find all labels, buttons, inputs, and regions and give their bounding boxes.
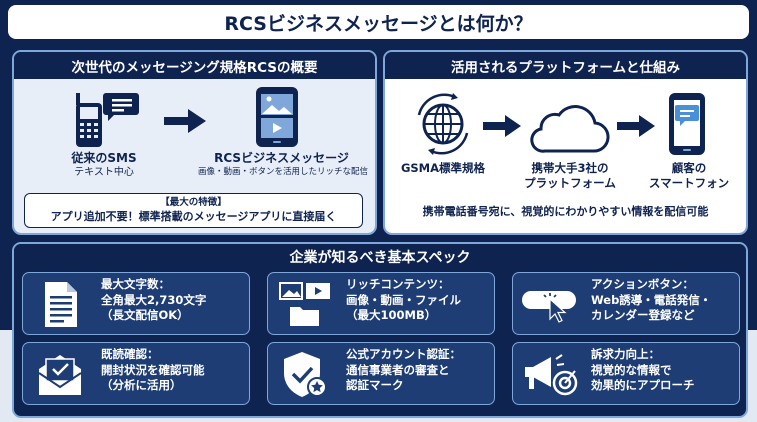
spec-title: 公式アカウント認証： xyxy=(346,347,461,361)
spec-card-official-account: 公式アカウント認証： 通信事業者の審査と 認証マーク xyxy=(267,342,495,405)
arrow-right-icon xyxy=(617,115,655,137)
smartphone-message-icon xyxy=(669,93,705,155)
spec-card-read-receipt: 既読確認： 開封状況を確認可能 （分析に活用） xyxy=(22,342,250,405)
spec-text: 最大文字数： 全角最大2,730文字 （長文配信OK） xyxy=(101,277,245,324)
shield-check-icon xyxy=(284,352,327,397)
spec-title: リッチコンテンツ： xyxy=(346,277,450,291)
platform-panel: 活用されるプラットフォームと仕組み GSMA標準規格 携帯大手3社の プラットフ… xyxy=(383,50,748,235)
spec-line: 効果的にアプローチ xyxy=(591,378,695,392)
sms-label: 従来のSMS xyxy=(71,151,137,165)
overview-heading: 次世代のメッセージング規格RCSの概要 xyxy=(14,52,375,79)
carrier-line1: 携帯大手3社の xyxy=(531,161,609,175)
overview-body: 従来のSMS テキスト中心 RCSビジネスメッセージ 画像・動画・ボタンを活用し… xyxy=(14,79,375,233)
spec-title: アクションボタン： xyxy=(591,277,694,291)
spec-text: リッチコンテンツ： 画像・動画・ファイル （最大100MB） xyxy=(346,277,490,324)
spec-line: 全角最大2,730文字 xyxy=(101,292,207,307)
spec-text: 公式アカウント認証： 通信事業者の審査と 認証マーク xyxy=(346,347,490,394)
spec-line: カレンダー登録など xyxy=(591,308,695,322)
spec-line: （最大100MB） xyxy=(346,308,437,322)
document-icon xyxy=(45,282,77,327)
globe-icon xyxy=(417,93,469,155)
spec-card-action-buttons: アクションボタン： Web誘導・電話発信・ カレンダー登録など xyxy=(512,272,740,335)
sms-sub: テキスト中心 xyxy=(74,167,134,178)
feature-phone-icon xyxy=(76,93,139,147)
spec-text: 既読確認： 開封状況を確認可能 （分析に活用） xyxy=(101,347,245,394)
spec-title: 既読確認： xyxy=(101,347,159,361)
spec-line: 通信事業者の審査と xyxy=(346,362,450,377)
media-icon xyxy=(279,282,330,326)
feature-box: 【最大の特徴】 アプリ追加不要！標準搭載のメッセージアプリに直接届く xyxy=(24,193,363,228)
spec-line: （分析に活用） xyxy=(101,378,182,392)
spec-card-rich-content: リッチコンテンツ： 画像・動画・ファイル （最大100MB） xyxy=(267,272,495,335)
spec-title: 最大文字数： xyxy=(101,277,170,291)
megaphone-target-icon xyxy=(525,354,578,396)
arrow-right-icon xyxy=(483,115,521,137)
spec-line: 認証マーク xyxy=(346,378,404,392)
spec-line: 画像・動画・ファイル xyxy=(346,292,461,307)
spec-line: （長文配信OK） xyxy=(101,308,189,322)
spec-line: 視覚的な情報で xyxy=(591,362,672,377)
customer-line2: スマートフォン xyxy=(648,176,730,190)
spec-line: 開封状況を確認可能 xyxy=(101,362,205,377)
rcs-label: RCSビジネスメッセージ xyxy=(214,151,349,165)
platform-body: GSMA標準規格 携帯大手3社の プラットフォーム 顧客の スマートフォン 携帯… xyxy=(385,79,746,233)
arrow-right-icon xyxy=(164,109,206,133)
specs-heading: 企業が知るべき基本スペック xyxy=(14,244,746,270)
overview-panel: 次世代のメッセージング規格RCSの概要 従来のSMS テキスト中心 xyxy=(12,50,377,235)
platform-heading: 活用されるプラットフォームと仕組み xyxy=(385,52,746,79)
spec-card-max-chars: 最大文字数： 全角最大2,730文字 （長文配信OK） xyxy=(22,272,250,335)
customer-line1: 顧客の xyxy=(671,161,707,175)
action-button-icon xyxy=(522,291,576,323)
spec-text: アクションボタン： Web誘導・電話発信・ カレンダー登録など xyxy=(591,277,735,324)
feature-tag: 【最大の特徴】 xyxy=(160,197,227,208)
envelope-check-icon xyxy=(38,355,82,395)
feature-text: アプリ追加不要！標準搭載のメッセージアプリに直接届く xyxy=(50,210,337,223)
spec-text: 訴求力向上： 視覚的な情報で 効果的にアプローチ xyxy=(591,347,735,394)
page-title: RCSビジネスメッセージとは何か？ xyxy=(8,5,749,39)
spec-title: 訴求力向上： xyxy=(591,347,660,361)
carrier-line2: プラットフォーム xyxy=(524,176,616,190)
gsma-label: GSMA標準規格 xyxy=(400,161,486,175)
specs-panel: 企業が知るべき基本スペック 最大文字数： 全角最大2,730文字 （長文配信OK… xyxy=(12,242,748,418)
smartphone-media-icon xyxy=(256,87,298,147)
platform-note: 携帯電話番号宛に、視覚的にわかりやすい情報を配信可能 xyxy=(422,205,709,218)
spec-line: Web誘導・電話発信・ xyxy=(591,292,712,307)
cloud-icon xyxy=(530,105,610,153)
rcs-sub: 画像・動画・ボタンを活用したリッチな配信 xyxy=(197,167,368,177)
spec-card-appeal: 訴求力向上： 視覚的な情報で 効果的にアプローチ xyxy=(512,342,740,405)
